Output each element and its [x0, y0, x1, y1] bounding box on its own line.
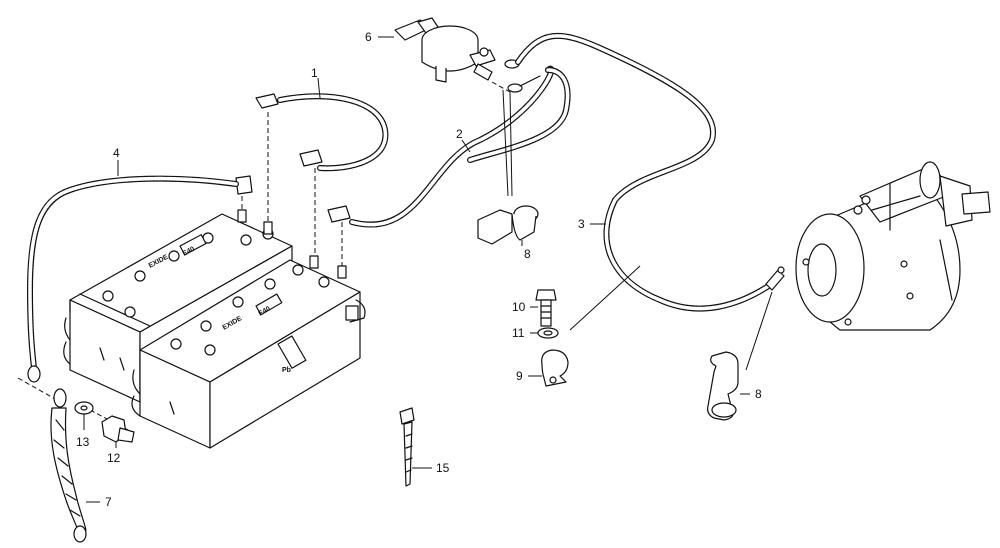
cable-1 — [255, 93, 389, 172]
callout-11: 11 — [512, 326, 525, 340]
battery-front: EXIDE E40 Pb — [131, 255, 366, 449]
callout-15: 15 — [436, 461, 450, 475]
battery-pb-symbol: Pb — [282, 367, 291, 374]
battery-isolator-switch — [394, 17, 496, 83]
clamp-9 — [541, 349, 569, 387]
callout-6: 6 — [365, 30, 372, 44]
cable-4 — [27, 175, 253, 383]
terminal-cover-upper — [477, 205, 539, 245]
cable-tie-15 — [399, 407, 415, 487]
battery-rear-cells — [102, 228, 274, 318]
callout-7: 7 — [105, 495, 112, 509]
washer-13 — [74, 401, 94, 415]
callout-4: 4 — [113, 146, 120, 160]
bolt-12 — [101, 415, 135, 443]
callout-1: 1 — [311, 66, 318, 80]
callouts: 1 2 3 4 6 7 8 8 9 10 11 12 13 15 — [76, 30, 762, 509]
callout-12: 12 — [107, 451, 121, 465]
leader-lines — [83, 36, 773, 503]
bolt-10 — [535, 289, 557, 327]
ground-strap — [50, 388, 87, 543]
assembly-lines — [17, 81, 511, 431]
washer-11 — [537, 327, 559, 339]
callout-9: 9 — [516, 369, 523, 383]
callout-8-lower: 8 — [755, 387, 762, 401]
callout-13: 13 — [76, 435, 90, 449]
battery-front-cells — [170, 264, 330, 356]
cable-2 — [327, 65, 571, 228]
cable-3 — [504, 32, 785, 312]
starter-motor — [795, 161, 991, 331]
terminal-cover-lower — [707, 351, 739, 421]
callout-2: 2 — [456, 127, 463, 141]
callout-10: 10 — [512, 300, 526, 314]
callout-3: 3 — [578, 217, 585, 231]
callout-8-upper: 8 — [524, 247, 531, 261]
